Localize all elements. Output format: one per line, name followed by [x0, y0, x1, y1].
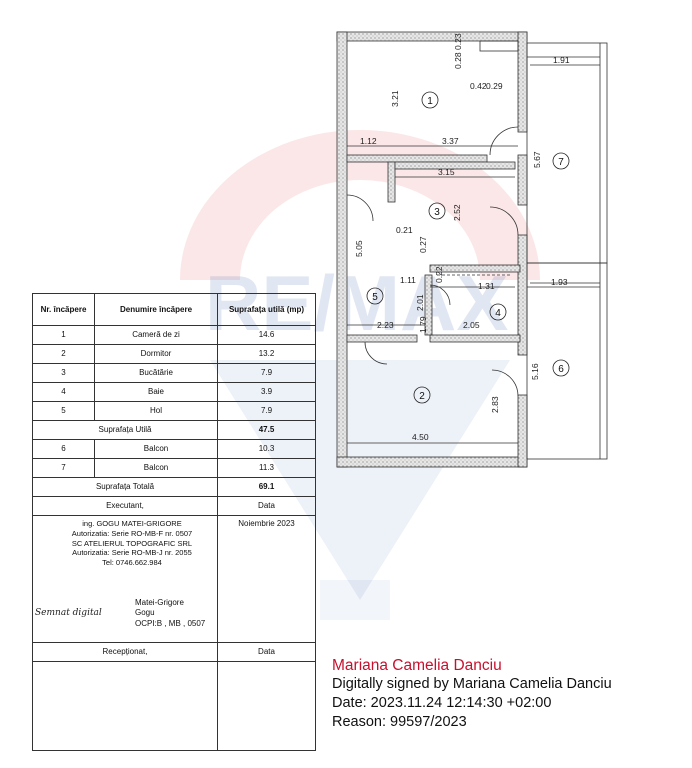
svg-text:1.79: 1.79	[418, 316, 428, 333]
svg-text:5.05: 5.05	[354, 240, 364, 257]
svg-text:5.67: 5.67	[532, 151, 542, 168]
room-number-6: 6	[558, 364, 564, 375]
svg-text:1.11: 1.11	[400, 275, 416, 285]
svg-text:0.29: 0.29	[486, 81, 503, 91]
room-number-5: 5	[372, 292, 378, 303]
svg-text:3.37: 3.37	[442, 136, 459, 146]
svg-text:3.15: 3.15	[438, 167, 455, 177]
signed-by-text: Digitally signed by Mariana Camelia Danc…	[332, 676, 612, 692]
svg-text:1.12: 1.12	[360, 136, 377, 146]
svg-text:0.27: 0.27	[418, 236, 428, 253]
signature-date: Date: 2023.11.24 12:14:30 +02:00	[332, 695, 552, 711]
receptionat-blank-row	[32, 661, 316, 751]
handwritten-signature: Semnat digital	[35, 608, 102, 618]
date-value: Noiembrie 2023	[217, 515, 316, 643]
svg-text:2.83: 2.83	[490, 396, 500, 413]
header-area: Suprafața utilă (mp)	[217, 293, 316, 326]
receptionat-label: Recepționat,	[32, 642, 218, 662]
signer-name: Matei-Grigore Gogu OCPI:B , MB , 0507	[135, 598, 206, 628]
grand-total-value: 69.1	[217, 477, 316, 497]
svg-text:3.21: 3.21	[390, 90, 400, 107]
header-nr: Nr. încăpere	[32, 293, 95, 326]
svg-text:0.23: 0.23	[453, 33, 463, 50]
svg-text:2.01: 2.01	[415, 294, 425, 311]
floor-plan: 1 2 3 4 5 6 7 0.28 0.23 0.42 0.29 1.91 3…	[336, 31, 608, 468]
data-label-2: Data	[217, 642, 316, 662]
receptionat-row: Recepționat,Data	[32, 642, 316, 662]
executant-row: Executant,Data	[32, 496, 316, 516]
room-area-table: Nr. încăpere Denumire încăpere Suprafața…	[32, 293, 316, 751]
svg-text:1.91: 1.91	[553, 55, 570, 65]
signer-name-red: Mariana Camelia Danciu	[332, 657, 502, 674]
svg-text:2.52: 2.52	[452, 204, 462, 221]
executant-label: Executant,	[32, 496, 218, 516]
room-number-1: 1	[427, 96, 433, 107]
svg-text:0.42: 0.42	[470, 81, 487, 91]
svg-text:5.16: 5.16	[530, 363, 540, 380]
executant-details-row: ing. GOGU MATEI-GRIGORE Autorizatia: Ser…	[32, 515, 316, 643]
room-number-4: 4	[495, 308, 501, 319]
executant-details: ing. GOGU MATEI-GRIGORE Autorizatia: Ser…	[32, 515, 218, 643]
header-name: Denumire încăpere	[94, 293, 218, 326]
signature-reason: Reason: 99597/2023	[332, 714, 467, 730]
executant-stamp-text: ing. GOGU MATEI-GRIGORE Autorizatia: Ser…	[71, 519, 193, 567]
data-label: Data	[217, 496, 316, 516]
svg-text:0.22: 0.22	[434, 266, 444, 283]
svg-text:2.05: 2.05	[463, 320, 480, 330]
svg-text:1.93: 1.93	[551, 277, 568, 287]
digital-signature-block: Mariana Camelia Danciu Digitally signed …	[332, 656, 612, 732]
svg-text:0.28: 0.28	[453, 52, 463, 69]
room-number-2: 2	[419, 391, 425, 402]
useful-total-value: 47.5	[217, 420, 316, 440]
room-number-3: 3	[434, 207, 440, 218]
table-header-row: Nr. încăpere Denumire încăpere Suprafața…	[32, 293, 316, 326]
useful-total-label: Suprafața Utilă	[32, 420, 218, 440]
svg-text:1.31: 1.31	[478, 281, 495, 291]
room-number-7: 7	[558, 157, 564, 168]
svg-text:2.23: 2.23	[377, 320, 394, 330]
grand-total-label: Suprafața Totală	[32, 477, 218, 497]
svg-text:4.50: 4.50	[412, 432, 429, 442]
svg-text:0.21: 0.21	[396, 225, 413, 235]
